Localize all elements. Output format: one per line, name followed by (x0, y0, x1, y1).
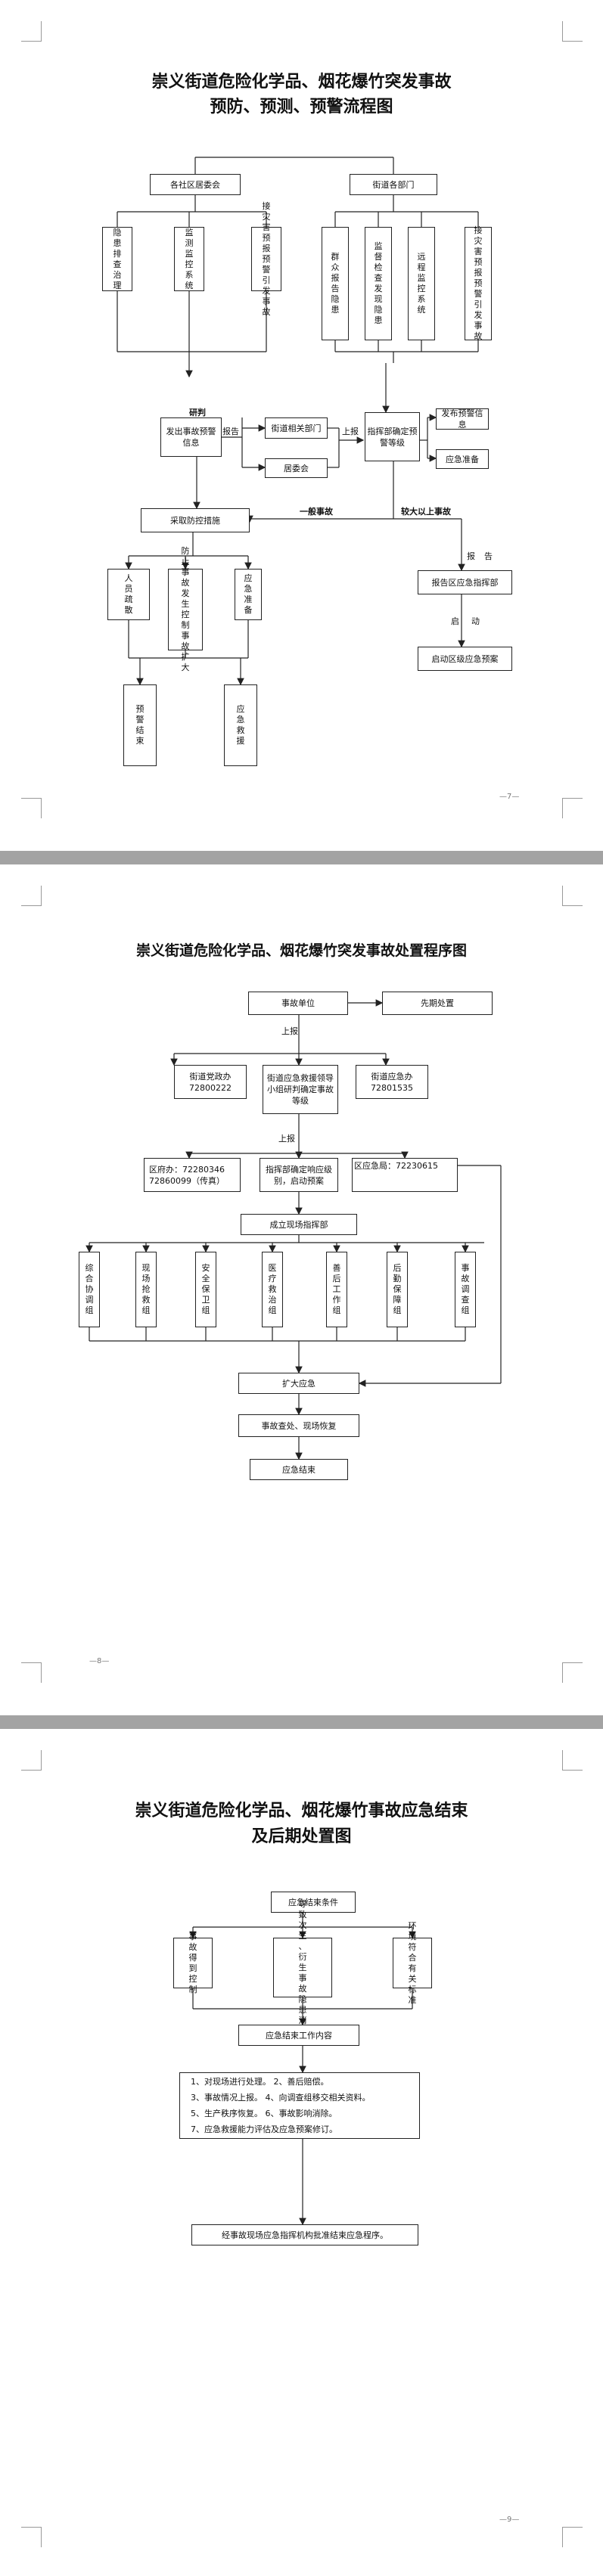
box-residents-committee: 居委会 (265, 458, 328, 478)
label-report-2: 报告 (467, 551, 502, 561)
box-incident-controlled: 事故得到控制 (173, 1932, 213, 1994)
box-emergency-prep: 应急准备 (436, 449, 489, 469)
box-inspection: 监督检查发现隐患 (365, 227, 392, 340)
label-major-incident: 较大以上事故 (401, 507, 451, 517)
flow-connectors (117, 157, 479, 686)
flow-connectors (189, 1913, 416, 2226)
box-publish-warning: 发布预警信息 (436, 408, 489, 430)
page-3: 崇义街道危险化学品、烟花爆竹事故应急结束 及后期处置图 应急结束条件 事故得到控… (0, 1729, 603, 2576)
crop-mark (562, 1662, 583, 1683)
box-take-measures: 采取防控措施 (141, 508, 250, 532)
box-monitoring-system: 监测监控系统 (174, 227, 204, 291)
box-emergency-office: 街道应急办 72801535 (356, 1065, 428, 1099)
title-line-2: 预防、预测、预警流程图 (210, 98, 393, 116)
label-escalate: 上报 (342, 427, 359, 436)
box-final-approval: 经事故现场应急指挥机构批准结束应急程序。 (191, 2224, 418, 2245)
page-number: —7— (499, 793, 520, 801)
box-warning-end: 预警结束 (123, 684, 157, 766)
box-disaster-warning-right: 接灾害预报预警引发事故 (465, 225, 492, 341)
box-issue-warning: 发出事故预警信息 (160, 417, 222, 457)
box-first-response: 先期处置 (382, 992, 493, 1015)
box-residents-committees: 各社区居委会 (150, 174, 241, 195)
work-item: 5、生产秩序恢复。 6、事故影响消除。 (191, 2109, 337, 2118)
page-title: 崇义街道危险化学品、烟花爆竹事故应急结束 及后期处置图 (0, 1799, 603, 1850)
box-prevent-expansion: 防止事故发生控制事故扩大 (168, 546, 203, 672)
label-report: 报告 (222, 427, 239, 436)
box-street-departments: 街道各部门 (350, 174, 437, 195)
box-evacuation: 人员疏散 (107, 569, 150, 620)
crop-mark (21, 21, 42, 42)
crop-mark (562, 886, 583, 906)
box-group-coordination: 综合协调组 (79, 1252, 100, 1327)
label-escalate: 上报 (278, 1134, 295, 1144)
work-item: 7、应急救援能力评估及应急预案修订。 (191, 2124, 337, 2134)
box-disaster-warning-left: 接灾害预报预警引发事故 (251, 201, 281, 317)
box-response-level: 指挥部确定响应级别，启动预案 (260, 1158, 338, 1192)
box-district-emergency: 区应急局：72230615 (352, 1158, 458, 1192)
work-item: 1、对现场进行处理。 2、善后赔偿。 (191, 2077, 329, 2087)
box-remote-monitoring: 远程监控系统 (408, 227, 435, 340)
box-group-investigation: 事故调查组 (455, 1252, 476, 1327)
crop-mark (21, 798, 42, 818)
box-report-district: 报告区应急指挥部 (418, 570, 512, 594)
box-relevant-departments: 街道相关部门 (265, 417, 328, 439)
box-emergency-prep-2: 应急准备 (235, 569, 262, 620)
box-district-gov: 区府办：72280346 72860099（传真） (144, 1158, 241, 1192)
box-hazard-screening: 隐患排查治理 (102, 227, 132, 291)
box-onsite-hq: 成立现场指挥部 (241, 1214, 357, 1235)
box-launch-district: 启动区级应急预案 (418, 647, 512, 671)
title-line-1: 崇义街道危险化学品、烟花爆竹突发事故 (151, 73, 452, 92)
label-study: 研判 (189, 408, 206, 417)
work-items-list: 1、对现场进行处理。 2、善后赔偿。 3、事故情况上报。 4、向调查组移交相关资… (191, 2074, 371, 2137)
box-group-medical: 医疗救治组 (262, 1252, 283, 1327)
label-report: 上报 (281, 1026, 298, 1036)
crop-mark (21, 2527, 42, 2547)
page-2: 崇义街道危险化学品、烟花爆竹突发事故处置程序图 (0, 864, 603, 1715)
box-end-work: 应急结束工作内容 (238, 2025, 359, 2046)
box-incident-unit: 事故单位 (248, 992, 348, 1015)
crop-mark (562, 21, 583, 42)
box-recovery: 事故查处、现场恢复 (238, 1414, 359, 1437)
box-work-items: 1、对现场进行处理。 2、善后赔偿。 3、事故情况上报。 4、向调查组移交相关资… (179, 2072, 420, 2139)
label-launch: 启动 (451, 616, 492, 626)
box-command-grade: 指挥部确定预警等级 (365, 412, 420, 461)
crop-mark (562, 798, 583, 818)
box-environment-standard: 环境符合有关标准 (393, 1921, 432, 2005)
box-emergency-end: 应急结束 (250, 1459, 348, 1480)
box-public-report: 群众报告隐患 (322, 227, 349, 340)
box-end-conditions: 应急结束条件 (271, 1892, 356, 1913)
label-general-incident: 一般事故 (300, 507, 333, 517)
title-line-1: 崇义街道危险化学品、烟花爆竹事故应急结束 (135, 1802, 468, 1820)
box-group-aftermath: 善后工作组 (326, 1252, 347, 1327)
page-number: —9— (499, 2515, 520, 2524)
box-group-security: 安全保卫组 (195, 1252, 216, 1327)
crop-mark (21, 886, 42, 906)
page-1: 崇义街道危险化学品、烟花爆竹突发事故 预防、预测、预警流程图 (0, 0, 603, 851)
page-title: 崇义街道危险化学品、烟花爆竹突发事故处置程序图 (135, 942, 467, 959)
crop-mark (562, 1750, 583, 1771)
box-leading-group: 街道应急救援领导小组研判确定事故等级 (263, 1065, 338, 1114)
box-emergency-rescue: 应急救援 (224, 684, 257, 766)
title-line-2: 及后期处置图 (251, 1827, 352, 1846)
box-group-logistics: 后勤保障组 (387, 1252, 408, 1327)
page-title: 崇义街道危险化学品、烟花爆竹突发事故 预防、预测、预警流程图 (0, 70, 603, 119)
box-group-rescue: 现场抢救组 (135, 1252, 157, 1327)
box-expand-response: 扩大应急 (238, 1373, 359, 1394)
box-party-office: 街道党政办 72800222 (174, 1065, 247, 1099)
crop-mark (21, 1750, 42, 1771)
flow-connectors (85, 999, 502, 1460)
work-item: 3、事故情况上报。 4、向调查组移交相关资料。 (191, 2093, 371, 2103)
page-number: —8— (89, 1657, 110, 1665)
crop-mark (21, 1662, 42, 1683)
crop-mark (562, 2527, 583, 2547)
